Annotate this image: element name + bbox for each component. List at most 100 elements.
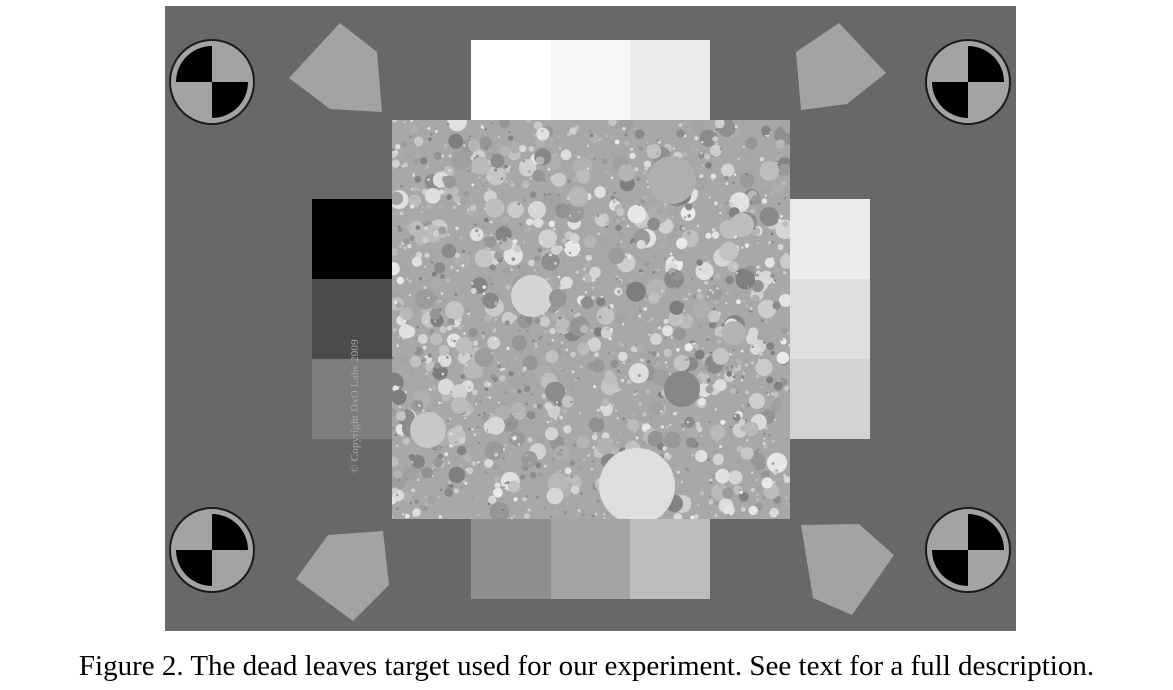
leaf-disk-large	[648, 156, 696, 204]
leaf-disk	[705, 162, 712, 169]
leaf-disk	[579, 380, 582, 383]
leaf-disk	[596, 499, 600, 503]
bottom-patch-3	[630, 519, 710, 599]
leaf-disk	[521, 180, 530, 189]
leaf-disk	[725, 275, 734, 285]
leaf-disk	[463, 332, 466, 335]
leaf-disk	[650, 317, 654, 321]
left-patch-3	[312, 359, 392, 439]
leaf-disk	[429, 278, 440, 290]
leaf-disk	[558, 147, 562, 150]
leaf-disk	[606, 327, 611, 332]
leaf-disk	[552, 227, 556, 231]
leaf-disk	[784, 197, 787, 200]
leaf-disk	[504, 164, 508, 169]
leaf-disk	[563, 510, 568, 515]
leaf-disk	[674, 319, 677, 322]
leaf-disk	[422, 506, 428, 512]
leaf-disk	[719, 204, 722, 208]
leaf-disk	[393, 470, 403, 479]
leaf-disk	[743, 312, 751, 320]
leaf-disk	[404, 390, 407, 394]
leaf-disk	[484, 471, 488, 475]
leaf-disk	[481, 392, 484, 395]
leaf-disk	[769, 507, 779, 518]
leaf-disk	[552, 385, 556, 388]
leaf-disk	[467, 312, 471, 316]
leaf-disk	[589, 232, 592, 236]
leaf-disk	[737, 364, 742, 368]
leaf-disk	[471, 496, 475, 500]
leaf-disk	[742, 145, 745, 149]
leaf-disk	[707, 458, 710, 461]
leaf-disk	[547, 168, 551, 171]
leaf-disk	[774, 398, 783, 407]
leaf-disk	[561, 395, 574, 408]
leaf-disk	[739, 172, 755, 188]
leaf-disk	[447, 461, 451, 464]
leaf-disk	[554, 318, 572, 335]
leaf-disk	[431, 271, 437, 277]
leaf-disk	[646, 141, 649, 144]
leaf-disk	[412, 197, 416, 200]
leaf-disk	[699, 174, 704, 179]
leaf-disk	[513, 308, 516, 311]
leaf-disk	[490, 231, 493, 234]
leaf-disk	[438, 308, 442, 311]
leaf-disk	[596, 414, 601, 419]
leaf-disk	[699, 268, 702, 271]
leaf-disk	[744, 363, 749, 368]
leaf-disk	[782, 120, 790, 134]
leaf-disk	[747, 403, 751, 407]
leaf-disk	[487, 382, 492, 387]
leaf-disk	[480, 125, 484, 129]
leaf-disk	[732, 413, 741, 422]
leaf-disk	[414, 175, 422, 183]
leaf-disk	[774, 279, 777, 282]
leaf-disk	[659, 250, 662, 254]
leaf-disk	[450, 454, 453, 457]
leaf-disk	[550, 420, 553, 423]
leaf-disk	[617, 369, 620, 373]
leaf-disk	[771, 462, 775, 465]
leaf-disk	[494, 168, 498, 172]
leaf-disk	[682, 297, 686, 301]
leaf-disk	[488, 177, 491, 181]
leaf-disk	[547, 342, 552, 346]
leaf-disk	[426, 475, 429, 478]
leaf-disk	[628, 359, 631, 362]
leaf-disk	[460, 374, 465, 379]
leaf-disk	[555, 239, 558, 243]
leaf-disk	[392, 208, 401, 216]
leaf-disk	[756, 498, 759, 502]
leaf-disk	[585, 413, 590, 418]
leaf-disk	[518, 412, 522, 415]
leaf-disk	[772, 440, 775, 443]
leaf-disk	[490, 351, 494, 355]
leaf-disk	[647, 217, 660, 231]
leaf-disk	[646, 131, 650, 134]
leaf-disk	[464, 417, 467, 420]
leaf-disk	[729, 202, 734, 207]
leaf-disk	[467, 309, 471, 313]
leaf-disk	[729, 425, 732, 429]
leaf-disk	[552, 458, 555, 461]
leaf-disk	[560, 367, 563, 370]
leaf-disk	[455, 456, 458, 460]
leaf-disk	[392, 515, 394, 518]
leaf-disk	[627, 419, 640, 432]
leaf-disk	[727, 261, 739, 273]
leaf-disk	[706, 338, 709, 341]
leaf-disk	[484, 198, 505, 218]
leaf-disk	[418, 404, 421, 407]
leaf-disk	[413, 349, 417, 353]
leaf-disk	[484, 146, 489, 151]
leaf-disk	[513, 514, 516, 517]
leaf-disk	[725, 182, 729, 186]
leaf-disk	[712, 348, 730, 365]
leaf-disk	[444, 488, 454, 497]
leaf-disk	[408, 279, 412, 283]
leaf-disk	[701, 347, 704, 350]
leaf-disk	[719, 147, 723, 150]
leaf-disk	[474, 348, 494, 367]
